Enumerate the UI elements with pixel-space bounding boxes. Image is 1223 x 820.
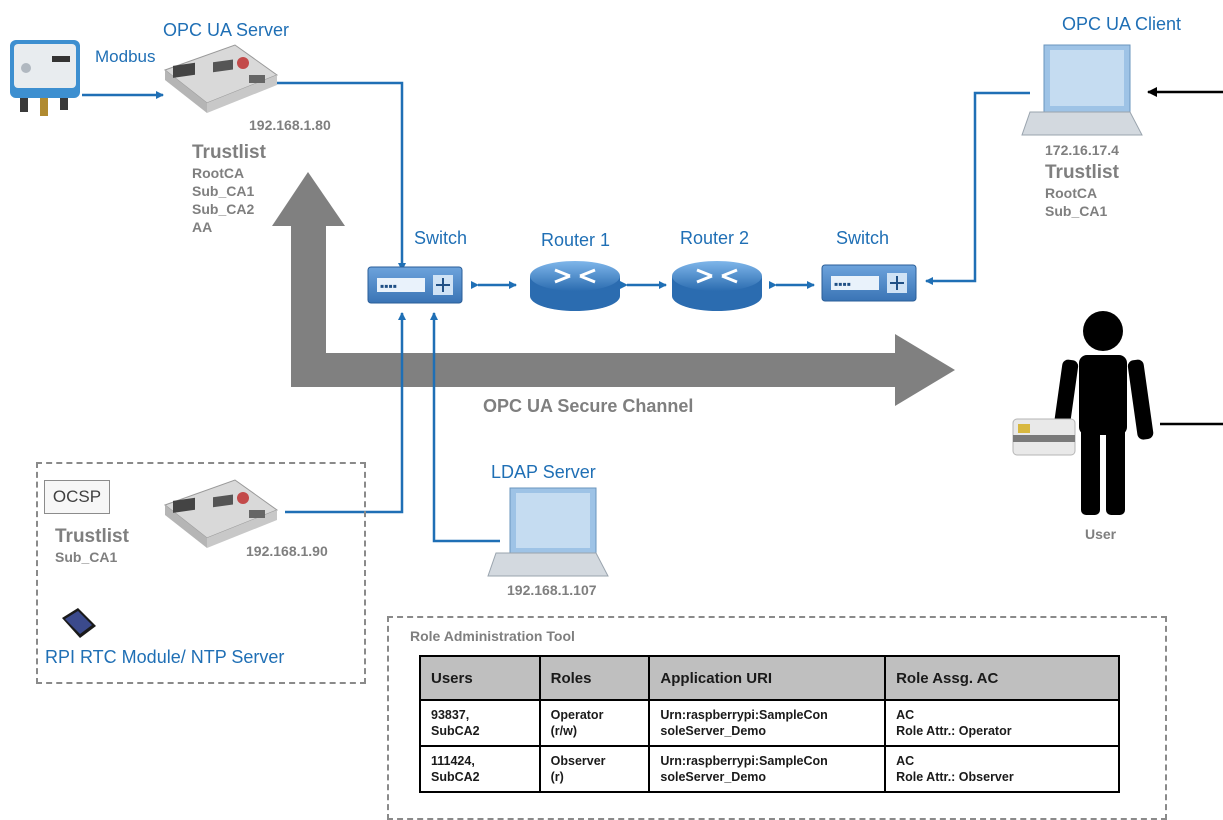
- user-cell: 93837,SubCA2: [419, 699, 541, 747]
- router-1-icon: [530, 261, 620, 311]
- smart-card-icon: [1012, 418, 1076, 456]
- router-2-label: Router 2: [680, 228, 750, 248]
- server-trustlist-item: RootCA: [192, 165, 245, 181]
- link-client-switch: [925, 91, 1030, 285]
- svg-text:▪▪▪▪: ▪▪▪▪: [834, 277, 851, 291]
- role-cell: Observer(r): [538, 745, 651, 793]
- role-cell: Operator(r/w): [538, 699, 651, 747]
- ocsp-box: OCSP: [44, 480, 110, 514]
- client-trustlist-title: Trustlist: [1045, 162, 1119, 183]
- ocsp-trustlist: Trustlist Sub_CA1: [55, 526, 129, 566]
- laptop-client-icon: [1021, 44, 1143, 136]
- column-header: Role Assg. AC: [884, 655, 1120, 701]
- role-table: Users Roles Application URI Role Assg. A…: [419, 655, 1120, 793]
- table-row: 111424,SubCA2 Observer(r) Urn:raspberryp…: [419, 745, 1120, 793]
- user-cell: 111424,SubCA2: [419, 745, 541, 793]
- table-row: 93837,SubCA2 Operator(r/w) Urn:raspberry…: [419, 699, 1120, 747]
- user-icon: [1052, 311, 1154, 515]
- role-table-header: Users Roles Application URI Role Assg. A…: [419, 655, 1120, 701]
- column-header: Application URI: [648, 655, 887, 701]
- server-trustlist: Trustlist RootCA Sub_CA1 Sub_CA2 AA: [192, 142, 266, 236]
- ocsp-pi-ip: 192.168.1.90: [246, 543, 328, 559]
- svg-text:▪▪▪▪: ▪▪▪▪: [380, 279, 397, 293]
- raspberry-pi-ocsp-icon: [163, 479, 279, 548]
- router-2-icon: [672, 261, 762, 311]
- opc-client-label: OPC UA Client: [1062, 14, 1182, 34]
- client-trustlist-item: RootCA: [1045, 185, 1098, 201]
- role-tool-title: Role Administration Tool: [410, 628, 575, 644]
- secure-channel-arrow: [272, 172, 955, 406]
- server-trustlist-item: Sub_CA2: [192, 201, 255, 217]
- router-1-label: Router 1: [541, 230, 611, 250]
- client-trustlist-item: Sub_CA1: [1045, 203, 1108, 219]
- laptop-ldap-icon: [487, 487, 609, 577]
- link-server-switch: [277, 81, 406, 271]
- user-label: User: [1085, 526, 1117, 542]
- switch-left-icon: ▪▪▪▪: [367, 266, 463, 304]
- server-ip: 192.168.1.80: [249, 117, 331, 133]
- server-trustlist-title: Trustlist: [192, 142, 266, 163]
- server-trustlist-item: AA: [192, 219, 213, 235]
- ocsp-trustlist-title: Trustlist: [55, 526, 129, 547]
- rtc-module-icon: [62, 608, 96, 638]
- server-trustlist-item: Sub_CA1: [192, 183, 255, 199]
- ocsp-group: [36, 462, 366, 684]
- column-header: Roles: [538, 655, 651, 701]
- switch-left-label: Switch: [414, 228, 468, 248]
- raspberry-pi-server-icon: [163, 44, 279, 113]
- ldap-label: LDAP Server: [491, 462, 596, 482]
- rtc-label: RPI RTC Module/ NTP Server: [45, 647, 285, 667]
- link-ldap-switch: [430, 312, 500, 543]
- column-header: Users: [419, 655, 541, 701]
- modbus-label: Modbus: [95, 47, 156, 66]
- secure-channel-label: OPC UA Secure Channel: [483, 396, 694, 416]
- switch-right-label: Switch: [836, 228, 890, 248]
- client-trustlist: Trustlist RootCA Sub_CA1: [1045, 162, 1119, 220]
- ldap-ip: 192.168.1.107: [507, 582, 597, 598]
- client-ip: 172.16.17.4: [1045, 142, 1119, 158]
- opc-server-label: OPC UA Server: [163, 20, 290, 40]
- link-ocsp-switch: [285, 312, 406, 514]
- switch-right-icon: ▪▪▪▪: [821, 264, 917, 302]
- ocsp-trustlist-item: Sub_CA1: [55, 549, 118, 565]
- modbus-sensor-icon: [10, 40, 80, 116]
